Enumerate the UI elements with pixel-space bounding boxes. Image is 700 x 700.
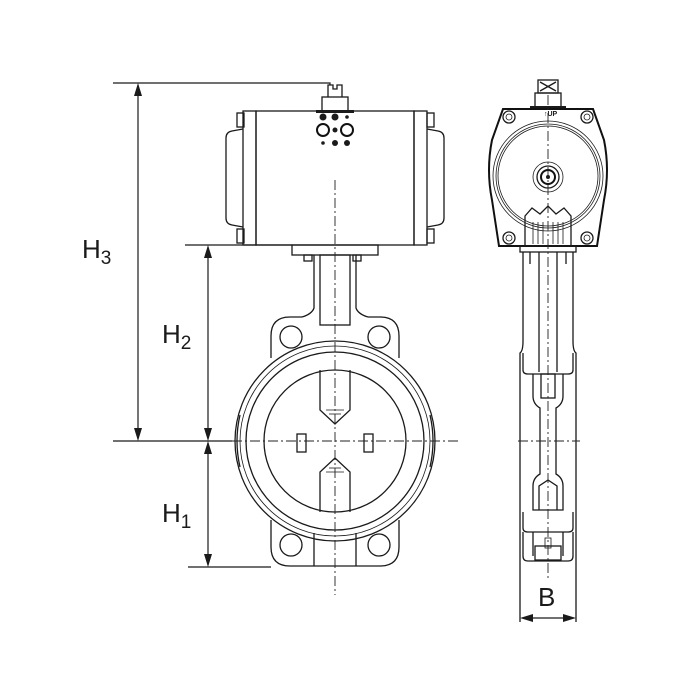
- port-icon: [321, 141, 325, 145]
- arrowhead-icon: [204, 441, 212, 454]
- h3-label: H3: [82, 234, 111, 269]
- arrowhead-icon: [520, 614, 533, 622]
- top-plate: [316, 110, 354, 113]
- arrowhead-icon: [204, 554, 212, 567]
- h1-label: H1: [162, 498, 191, 533]
- b-dimension: B: [520, 582, 576, 622]
- arrowhead-icon: [134, 83, 142, 96]
- port-icon: [345, 115, 349, 119]
- port-icon: [332, 140, 338, 146]
- port-icon: [344, 140, 350, 146]
- side-view: ↑UP: [488, 79, 608, 622]
- dimension-lines: H3 H2 H1: [82, 82, 331, 568]
- position-indicator: ↑UP: [530, 79, 566, 118]
- gauge-icon: [340, 123, 354, 137]
- up-marking: ↑UP: [544, 111, 558, 118]
- port-icon: [331, 113, 339, 121]
- arrowhead-icon: [204, 245, 212, 258]
- actuator-body: [225, 84, 445, 262]
- port-icon: [332, 127, 338, 133]
- arrowhead-icon: [134, 428, 142, 441]
- front-view: [225, 84, 458, 595]
- arrowhead-icon: [563, 614, 576, 622]
- h2-label: H2: [162, 319, 191, 354]
- port-icon: [319, 113, 327, 121]
- arrowhead-icon: [204, 428, 212, 441]
- b-label: B: [538, 582, 555, 612]
- gauge-icon: [316, 123, 330, 137]
